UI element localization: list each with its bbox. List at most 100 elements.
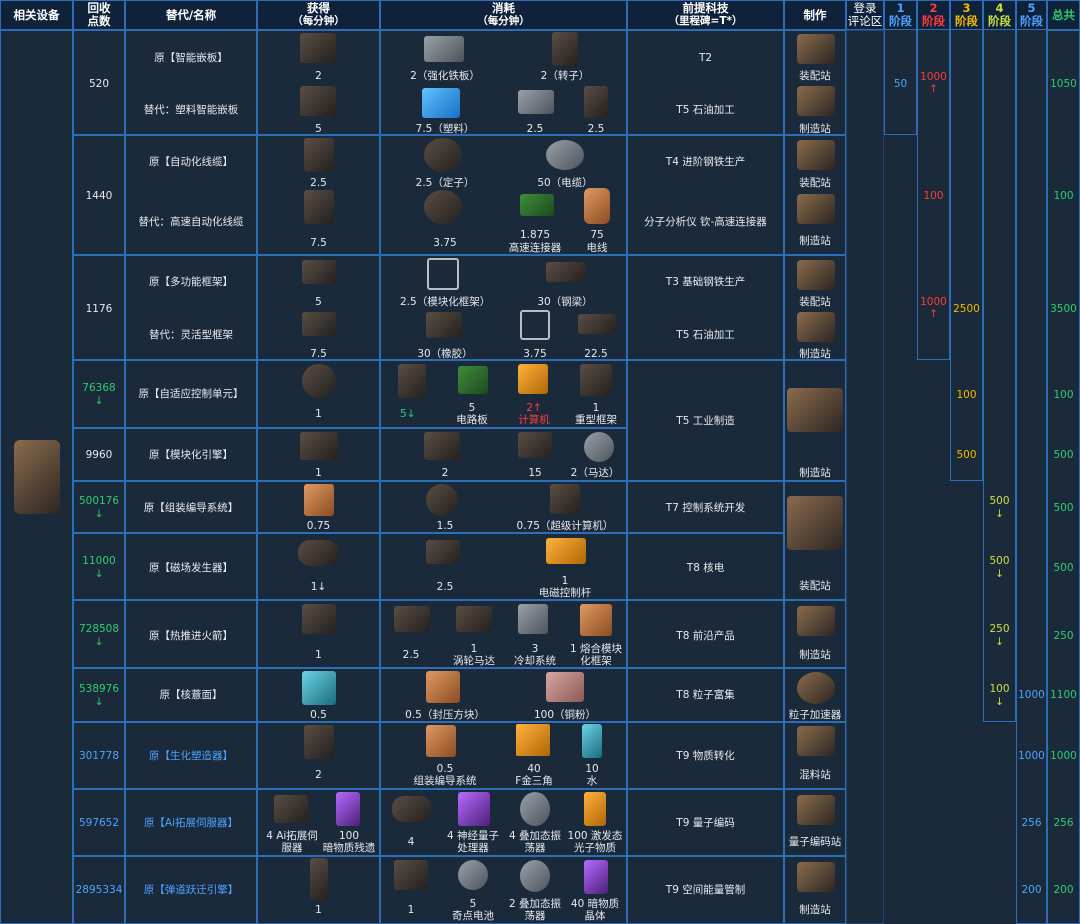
stage-3-num: 3 [962, 1, 971, 15]
row7-tech-cell [627, 533, 784, 600]
row6-consume-2: 0.75（超级计算机） [516, 520, 614, 532]
stage-4-num: 4 [995, 1, 1004, 15]
row4-consume-4: 2↑ [526, 402, 542, 414]
stage-2-num: 2 [929, 1, 938, 15]
row11-stage5: 256 [1021, 817, 1042, 829]
row9-tech-1: T8 粒子富集 [676, 689, 735, 701]
rubber-icon [426, 312, 462, 338]
row8-consume-3: 涡轮马达 [453, 655, 495, 667]
row6-name-cell [125, 481, 257, 533]
computer-icon [518, 364, 548, 394]
header-make-label: 制作 [803, 7, 827, 22]
header-device-label: 相关设备 [13, 7, 60, 22]
stage-3-bar [950, 30, 983, 481]
header-total-label: 总共 [1052, 7, 1075, 22]
row6-stage4: 500 [989, 495, 1010, 507]
row9-consume-2: 100（铜粉） [533, 709, 597, 721]
stage-2-bar [917, 30, 950, 360]
row3-tech-1: T3 基础钢铁生产 [665, 276, 746, 288]
row7-make: 装配站 [799, 580, 831, 592]
review-column [846, 30, 884, 924]
header-name: 替代/名称 [125, 0, 257, 30]
smart-plating-icon [300, 33, 336, 63]
reinforced-plate-icon-2 [518, 90, 554, 114]
row1-tech-cell [627, 30, 784, 135]
stator-icon [424, 138, 462, 172]
row10-gain-1: 2 [315, 769, 322, 781]
assembler-large-icon [787, 496, 843, 550]
row8-consume-7: 化框架 [580, 655, 612, 667]
row12-stage5: 200 [1021, 884, 1042, 896]
modular-frame-icon [427, 258, 459, 290]
magnetic-field-generator-icon-2 [392, 796, 432, 822]
row3-tech-2: T5 石油加工 [676, 329, 735, 341]
row7-consume-3: 电磁控制杆 [538, 587, 592, 599]
row4-consume-3: 电路板 [456, 414, 488, 426]
adaptive-control-unit-icon-2 [426, 484, 458, 516]
row8-make-1: 制造站 [799, 649, 831, 661]
versatile-framework-icon [302, 260, 336, 284]
row1-stage2-arrow: ↑ [929, 83, 938, 95]
row11-consume-7: 光子物质 [574, 842, 616, 854]
row10-make-cell [784, 722, 846, 789]
row5-consume-2: 15 [528, 467, 542, 479]
row3-make-cell [784, 255, 846, 360]
row11-make-cell [784, 789, 846, 856]
row11-points-cell [73, 789, 125, 856]
row11-consume-2: 4 神经量子 [446, 830, 500, 842]
row2-make-cell [784, 135, 846, 255]
particle-accelerator-icon [797, 672, 835, 704]
row1-consume-cell [380, 30, 627, 135]
row11-gain-1: 4 Ai拓展伺 [266, 830, 318, 842]
row7-consume-2: 1 [561, 575, 569, 587]
row2-name-2: 替代：高速自动化线缆 [138, 216, 244, 228]
stage-5-label: 阶段 [1020, 14, 1043, 28]
header-review[interactable]: 登录评论区 [846, 0, 884, 30]
row2-stage2: 100 [923, 190, 944, 202]
row8-consume-1: 2.5 [402, 649, 420, 661]
row2-consume-1: 2.5（定子） [415, 177, 475, 189]
assembly-director-system-icon-2 [426, 725, 456, 757]
smart-plating-icon-3 [424, 432, 460, 460]
quantum-encoder-icon [797, 795, 835, 825]
row11-tech-cell [627, 789, 784, 856]
header-tech-1: 前提科技 [682, 1, 729, 15]
row7-points: 11000 [82, 555, 116, 567]
row7-stage4-arrow: ↓ [995, 568, 1004, 580]
turbo-motor-icon [456, 606, 492, 632]
row7-points-cell [73, 533, 125, 600]
row10-make-1: 混料站 [799, 769, 831, 781]
row9-stage5: 1000 [1018, 689, 1045, 701]
row10-tech-1: T9 物质转化 [676, 750, 735, 762]
row10-consume-4: F金三角 [515, 775, 553, 787]
row2-total: 100 [1053, 190, 1074, 202]
row12-consume-2: 5 [469, 898, 477, 910]
header-consume: 消耗（每分钟） [380, 0, 627, 30]
row2-consume-cell [380, 135, 627, 255]
row11-make-1: 量子编码站 [788, 836, 842, 848]
row6-7-make-cell [784, 481, 846, 600]
assembly-director-system-icon [304, 484, 334, 516]
row7-points-arrow: ↓ [94, 568, 104, 580]
row4-name-cell [125, 360, 257, 428]
row3-points: 1176 [85, 303, 113, 315]
row3-stage2-arrow: ↑ [929, 308, 938, 320]
row1-points-cell [73, 30, 125, 135]
water-icon [582, 724, 602, 758]
header-recycle: 回收点数 [73, 0, 125, 30]
row10-consume-cell [380, 722, 627, 789]
versatile-framework-icon-2 [302, 312, 336, 336]
row4-consume-5: 计算机 [518, 414, 550, 426]
row10-consume-2: 组装编导系统 [413, 775, 477, 787]
row6-consume-cell [380, 481, 627, 533]
neural-quantum-processor-icon [458, 792, 490, 826]
row2-consume-3: 3.75 [433, 237, 457, 249]
superposition-oscillator-icon-2 [520, 860, 550, 892]
header-review-2: 评论区 [847, 14, 883, 28]
row8-consume-4: 3 [531, 643, 539, 655]
magnetic-field-generator-icon [298, 540, 338, 566]
row6-points-arrow: ↓ [94, 508, 104, 520]
ficsite-trigon-icon [516, 724, 550, 756]
motor-icon [584, 432, 614, 462]
